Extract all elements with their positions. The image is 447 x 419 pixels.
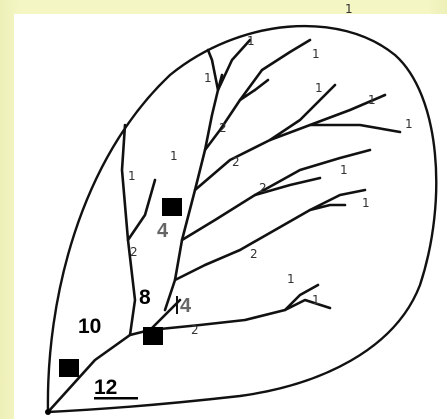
order-label: 1 — [315, 81, 323, 95]
order-label: 1 — [312, 293, 320, 307]
underline — [94, 397, 138, 400]
outlet-point — [45, 409, 51, 415]
order-label: 1 — [362, 196, 370, 210]
order-label: 2 — [130, 245, 138, 259]
magnitude-label: 12 — [94, 376, 117, 399]
order-label: 1 — [345, 2, 353, 16]
marker-square — [59, 359, 79, 377]
branch-left — [122, 125, 135, 335]
order-label: 1 — [204, 71, 212, 85]
order-label: 2 — [219, 121, 227, 135]
order-label: 1 — [128, 169, 136, 183]
tick-mark — [176, 296, 178, 314]
branch-right-3-fork — [310, 205, 345, 210]
branch-center-fork-a — [218, 40, 250, 90]
order-label: 1 — [368, 93, 376, 107]
order-label: 2 — [259, 181, 267, 195]
order-label: 1 — [340, 163, 348, 177]
order-label: 1 — [287, 272, 295, 286]
magnitude-label: 4 — [180, 295, 192, 317]
order-label: 1 — [405, 117, 413, 131]
magnitude-label: 10 — [78, 315, 101, 338]
basin-outline — [48, 26, 436, 412]
magnitude-label: 4 — [157, 220, 169, 242]
order-label: 1 — [170, 149, 178, 163]
branch-center — [165, 75, 222, 310]
marker-square — [143, 327, 163, 345]
branch-right-1-fork — [270, 85, 335, 140]
branch-right-3 — [175, 190, 365, 280]
order-label: 2 — [250, 247, 258, 261]
branch-left-tip — [128, 180, 155, 240]
branch-right-1-tip — [310, 125, 400, 132]
order-label: 2 — [232, 155, 240, 169]
marker-square — [162, 198, 182, 216]
order-label: 1 — [312, 47, 320, 61]
magnitude-label: 8 — [139, 286, 151, 309]
order-label: 2 — [191, 323, 199, 337]
order-label: 1 — [247, 34, 255, 48]
